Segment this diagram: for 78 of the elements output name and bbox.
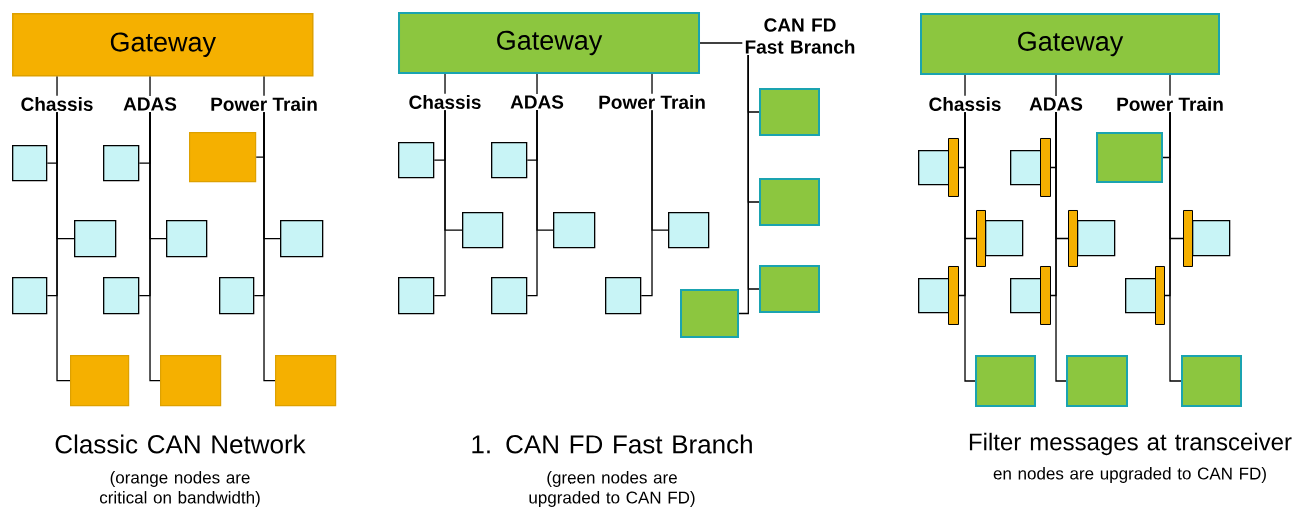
bus-line — [1055, 111, 1067, 382]
ecu-box — [160, 355, 222, 407]
bus-line — [738, 54, 749, 315]
branch-label: CAN FD Fast Branch — [745, 18, 855, 54]
ecu-box — [759, 88, 820, 136]
ecu-box — [12, 277, 48, 315]
bus-label: Chassis — [409, 95, 481, 109]
gateway-box: Gateway — [398, 12, 700, 74]
bus-line — [444, 73, 446, 95]
ecu-box — [1192, 220, 1231, 257]
ecu-box — [1096, 132, 1163, 183]
ecu-box — [280, 220, 324, 258]
panel-title: Filter messages at transceiver — [969, 432, 1292, 456]
bus-label: ADAS — [123, 97, 177, 111]
bus-line — [263, 75, 265, 97]
bus-label: Power Train — [1117, 97, 1223, 111]
panel-title: Classic CAN Network — [55, 434, 306, 454]
bus-line — [964, 111, 976, 382]
bus-label: ADAS — [1029, 97, 1083, 111]
ecu-box — [70, 355, 130, 407]
gateway-box: Gateway — [12, 13, 314, 77]
ecu-box — [12, 145, 48, 182]
ecu-box — [219, 277, 255, 315]
ecu-box — [1066, 355, 1128, 407]
panel-note: (green nodes are upgraded to CAN FD) — [529, 471, 695, 507]
ecu-box — [398, 142, 435, 179]
ecu-box — [668, 212, 710, 249]
bus-line — [263, 111, 276, 382]
ecu-box — [491, 142, 528, 179]
bus-line — [699, 42, 743, 44]
bus-line — [640, 109, 653, 297]
bus-line — [149, 75, 151, 97]
bus-label: Power Train — [599, 95, 705, 109]
transceiver-bar — [1183, 210, 1193, 267]
transceiver-bar — [1040, 266, 1051, 325]
ecu-box — [166, 220, 208, 258]
ecu-box — [680, 289, 739, 338]
bus-label: Power Train — [211, 97, 317, 111]
ecu-box — [275, 355, 337, 407]
bus-line — [1055, 74, 1057, 97]
bus-label: Chassis — [929, 97, 1001, 111]
transceiver-bar — [1068, 210, 1078, 267]
transceiver-bar — [1040, 138, 1051, 197]
ecu-box — [759, 265, 820, 313]
ecu-box — [605, 277, 642, 315]
ecu-box — [103, 277, 140, 315]
ecu-box — [491, 277, 528, 315]
ecu-box — [985, 220, 1024, 257]
bus-line — [56, 75, 58, 97]
transceiver-bar — [948, 138, 959, 197]
bus-line — [1169, 74, 1171, 97]
panel-title: 1. CAN FD Fast Branch — [472, 434, 752, 454]
ecu-box — [398, 277, 435, 315]
ecu-box — [189, 132, 257, 183]
bus-line — [56, 111, 71, 382]
transceiver-bar — [1155, 266, 1165, 325]
bus-label: Chassis — [21, 97, 93, 111]
transceiver-bar — [976, 210, 986, 267]
ecu-box — [462, 212, 504, 249]
bus-line — [526, 109, 538, 297]
bus-line — [964, 74, 966, 97]
bus-line — [1169, 111, 1182, 382]
bus-line — [433, 109, 446, 297]
panel-note: en nodes are upgraded to CAN FD) — [993, 467, 1266, 483]
gateway-box: Gateway — [920, 13, 1220, 75]
bus-line — [536, 73, 538, 95]
ecu-box — [553, 212, 596, 249]
panel-note: (orange nodes are critical on bandwidth) — [99, 471, 260, 507]
bus-label: ADAS — [510, 95, 564, 109]
ecu-box — [1181, 355, 1242, 407]
ecu-box — [74, 220, 117, 258]
ecu-box — [759, 178, 820, 226]
bus-line — [651, 73, 653, 95]
ecu-box — [1077, 220, 1116, 257]
ecu-box — [975, 355, 1036, 407]
transceiver-bar — [948, 266, 959, 325]
bus-line — [149, 111, 161, 382]
ecu-box — [103, 145, 140, 182]
